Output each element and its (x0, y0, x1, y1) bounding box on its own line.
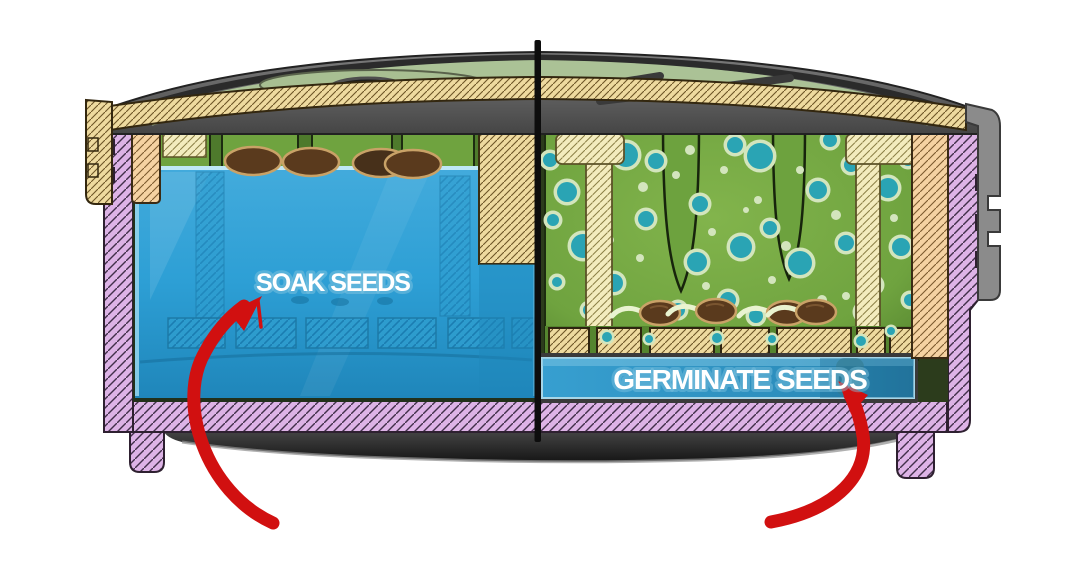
bubble-dot (754, 196, 762, 204)
bubble (749, 309, 763, 323)
bubble-dot (720, 166, 728, 174)
bubble-dot (831, 210, 841, 220)
bubble-dot (781, 241, 791, 251)
bubble (878, 178, 898, 198)
bubble (552, 277, 562, 287)
center-hub-cut (478, 129, 538, 265)
germinate-tray-walls (555, 133, 917, 337)
seed-crease (649, 305, 669, 309)
bubbles-layer (539, 129, 920, 327)
divider-line (534, 40, 541, 442)
tray-slat (720, 327, 770, 357)
tray-rim-cut (162, 132, 207, 158)
tray-slat (649, 327, 715, 357)
inner-rim-right-cut (911, 121, 949, 359)
bubble-dot (638, 182, 648, 192)
soak-arrow (187, 296, 280, 530)
submerged-slat (305, 317, 369, 349)
bubble (557, 182, 577, 202)
bubble (747, 143, 773, 169)
tray-slat (776, 327, 852, 357)
bubble (692, 196, 708, 212)
soaking-seed (281, 146, 341, 178)
bubble (687, 252, 707, 272)
submerged-slat (447, 317, 505, 349)
shell-left-foot (129, 431, 165, 473)
bubble (788, 251, 812, 275)
bubble-dot (768, 276, 776, 284)
bubble (543, 153, 557, 167)
bubble (892, 238, 910, 256)
bubble-dot (702, 282, 710, 290)
bubble-dot (743, 207, 749, 213)
bubble (547, 214, 559, 226)
lid-skirt-left (85, 98, 113, 205)
bubble-dot (842, 292, 850, 300)
shell-right-wall (947, 124, 979, 433)
bubble-dot (796, 166, 804, 174)
bubble (838, 235, 854, 251)
bubble (730, 236, 752, 258)
bubble (763, 221, 777, 235)
drip-dot (602, 332, 612, 342)
drip-funnels (661, 124, 807, 295)
sprouting-seed (638, 299, 682, 327)
drip-dot (768, 335, 776, 343)
bubble-dot (890, 214, 898, 222)
soak-label: SOAK SEEDS (256, 269, 410, 297)
submerged-tray (139, 171, 533, 364)
sprouting-seeds-layer (609, 297, 838, 327)
lid-skirt-right (965, 102, 1001, 301)
lid-cut-band (109, 75, 967, 132)
tray-slat (548, 327, 590, 357)
shell-right-foot (896, 431, 935, 479)
base (163, 424, 902, 464)
soaking-seeds-layer (223, 145, 443, 180)
germinate-label: GERMINATE SEEDS (613, 364, 867, 395)
drip-dot (856, 336, 866, 346)
drip-dot (712, 333, 722, 343)
sprouting-seed (694, 297, 738, 325)
bubble (809, 181, 827, 199)
seed-crease (805, 304, 825, 308)
bubble-dot (685, 145, 695, 155)
bubble (727, 137, 743, 153)
soak-chamber (133, 116, 538, 402)
bubble-dot (708, 228, 716, 236)
bubble (648, 153, 664, 169)
soaking-seed (383, 148, 443, 180)
sprouting-seed (794, 298, 838, 326)
bubble-dot (672, 171, 680, 179)
bubble (638, 211, 654, 227)
drip-dot (645, 335, 653, 343)
slat-drip-dots (599, 324, 898, 349)
germinate-arrow (764, 381, 870, 529)
soaking-seed (223, 145, 283, 177)
submerged-slat (377, 317, 437, 349)
bubble-dot (636, 254, 644, 262)
bubble (823, 133, 837, 147)
drip-dot (887, 327, 895, 335)
germinate-chamber (538, 116, 948, 403)
seed-crease (705, 303, 725, 307)
